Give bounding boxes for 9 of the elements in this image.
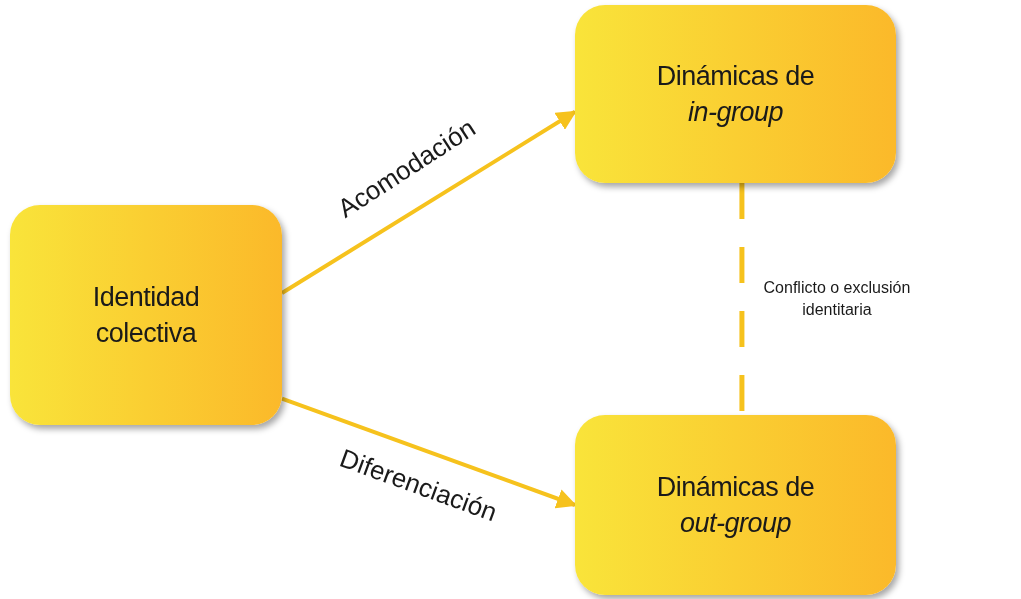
process-box	[10, 205, 282, 425]
arrow	[281, 396, 577, 509]
arrow	[280, 110, 577, 295]
node-text: Dinámicas de out-group	[655, 471, 816, 540]
edge-label: Conflicto o exclusión identitaria	[762, 278, 912, 320]
node-text: Identidad colectiva	[91, 281, 201, 350]
process-box	[575, 415, 896, 595]
process-box	[575, 5, 896, 183]
node-text: Dinámicas de in-group	[655, 60, 816, 129]
